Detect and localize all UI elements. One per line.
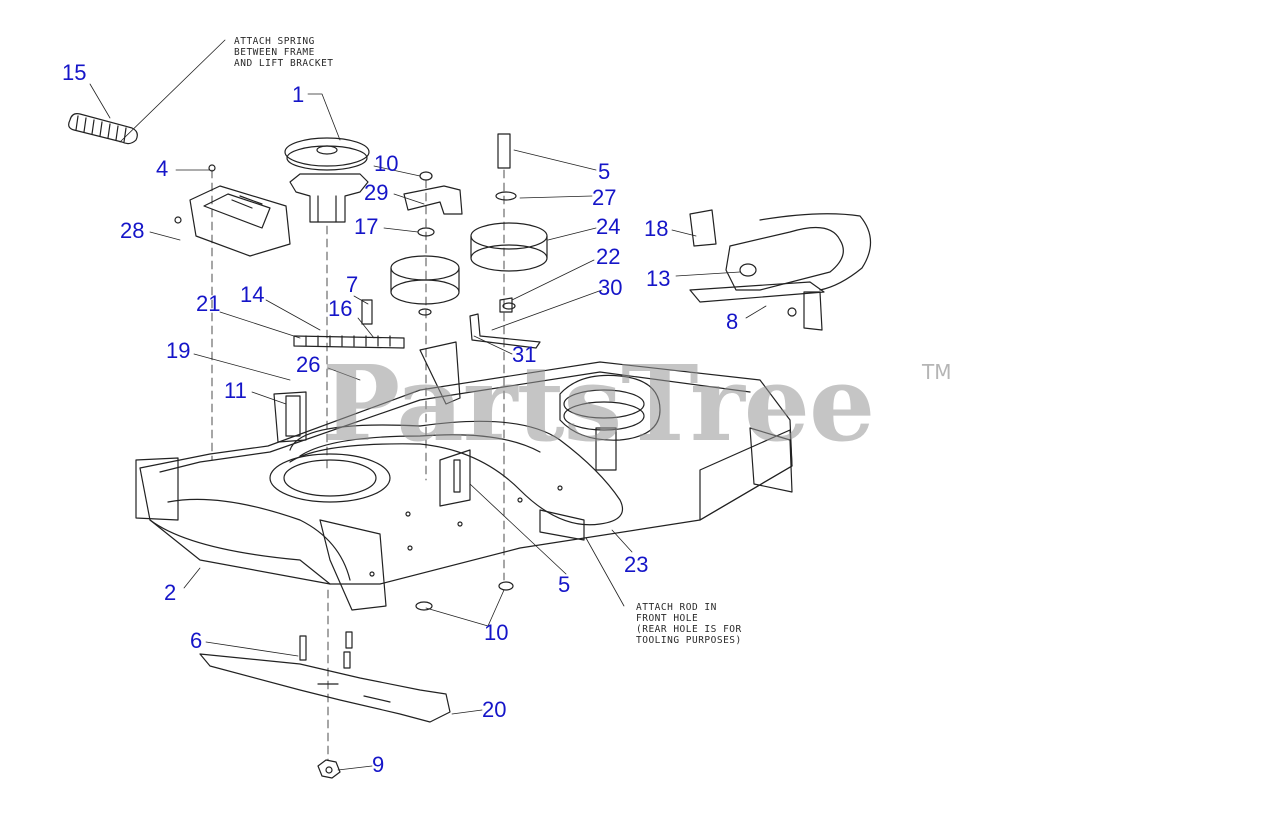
callout-7[interactable]: 7 [346, 272, 359, 297]
callout-24[interactable]: 24 [596, 214, 621, 239]
callout-31[interactable]: 31 [512, 342, 537, 367]
callout-27[interactable]: 27 [592, 185, 617, 210]
callout-13[interactable]: 13 [646, 266, 671, 291]
callout-21[interactable]: 21 [196, 291, 221, 316]
callout-30[interactable]: 30 [598, 275, 623, 300]
bracket-part [189, 169, 291, 461]
note-line: (REAR HOLE IS FOR [636, 624, 742, 635]
callout-28[interactable]: 28 [120, 218, 145, 243]
rod-note: ATTACH ROD IN FRONT HOLE (REAR HOLE IS F… [636, 602, 742, 646]
callout-5[interactable]: 5 [598, 159, 611, 184]
callout-1[interactable]: 1 [292, 82, 305, 107]
side-bracket-part [689, 209, 872, 331]
callout-16[interactable]: 16 [328, 296, 353, 321]
callout-17[interactable]: 17 [354, 214, 379, 239]
note-line: ATTACH ROD IN [636, 602, 717, 613]
note-line: BETWEEN FRAME [234, 47, 315, 58]
callout-11[interactable]: 11 [224, 378, 247, 403]
callout-10b[interactable]: 10 [484, 620, 509, 645]
callout-29[interactable]: 29 [364, 180, 389, 205]
callout-19[interactable]: 19 [166, 338, 191, 363]
callout-18[interactable]: 18 [644, 216, 669, 241]
idler-pulley-part [390, 133, 548, 581]
note-line: FRONT HOLE [636, 613, 699, 624]
callout-20[interactable]: 20 [482, 697, 507, 722]
callout-6[interactable]: 6 [190, 628, 203, 653]
blade-part [199, 589, 451, 779]
callout-22[interactable]: 22 [596, 244, 621, 269]
callout-10[interactable]: 10 [374, 151, 399, 176]
hardware-part [174, 164, 514, 611]
callout-9[interactable]: 9 [372, 752, 385, 777]
spring-part [68, 39, 226, 145]
lift-spring-part [293, 299, 405, 349]
callout-5b[interactable]: 5 [558, 572, 571, 597]
callout-15[interactable]: 15 [62, 60, 87, 85]
callout-4[interactable]: 4 [156, 156, 169, 181]
leader-lines [89, 83, 767, 771]
mower-deck-part [135, 361, 793, 611]
note-line: TOOLING PURPOSES) [636, 635, 742, 646]
callout-23[interactable]: 23 [624, 552, 649, 577]
callout-26[interactable]: 26 [296, 352, 321, 377]
callout-14[interactable]: 14 [240, 282, 265, 307]
callout-8[interactable]: 8 [726, 309, 739, 334]
callout-2[interactable]: 2 [164, 580, 177, 605]
partstree-watermark: PartsTree [322, 342, 875, 465]
note-line: ATTACH SPRING [234, 36, 315, 47]
trademark-symbol: TM [922, 360, 952, 384]
spring-note: ATTACH SPRING BETWEEN FRAME AND LIFT BRA… [234, 36, 334, 69]
idler-bracket-part [419, 313, 541, 405]
note-line: AND LIFT BRACKET [234, 58, 334, 69]
